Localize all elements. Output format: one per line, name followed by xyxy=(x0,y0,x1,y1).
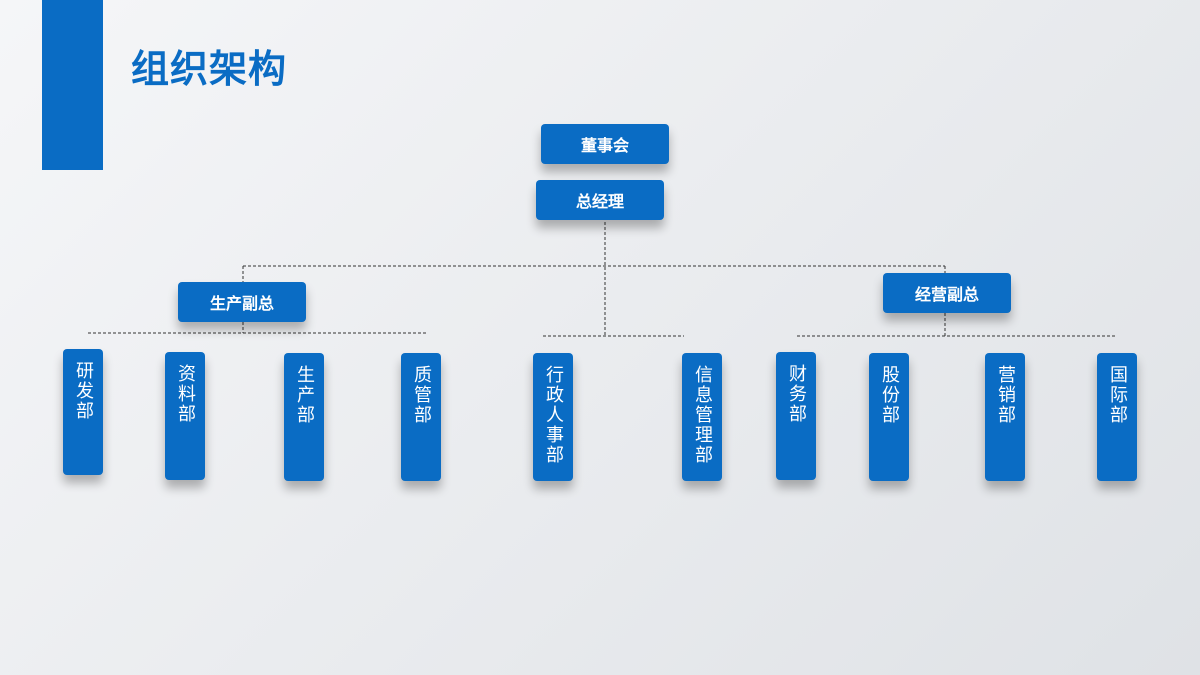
vp-production-node: 生产副总 xyxy=(178,282,306,322)
dept-rnd: 研发部 xyxy=(63,349,103,475)
dept-it-label: 信息管理部 xyxy=(692,365,713,465)
slide-title: 组织架构 xyxy=(131,47,288,91)
dept-production: 生产部 xyxy=(284,353,324,481)
board-node: 董事会 xyxy=(541,124,669,164)
dept-quality: 质管部 xyxy=(401,353,441,481)
vp-operations-node: 经营副总 xyxy=(883,273,1011,313)
dept-international: 国际部 xyxy=(1097,353,1137,481)
dept-admin-hr: 行政人事部 xyxy=(533,353,573,481)
dept-marketing: 营销部 xyxy=(985,353,1025,481)
dept-shares: 股份部 xyxy=(869,353,909,481)
dept-finance: 财务部 xyxy=(776,352,816,480)
accent-bar xyxy=(42,0,103,170)
dept-marketing-label: 营销部 xyxy=(995,365,1016,425)
dept-materials: 资料部 xyxy=(165,352,205,480)
dept-finance-label: 财务部 xyxy=(786,364,807,424)
dept-international-label: 国际部 xyxy=(1107,365,1128,425)
dept-production-label: 生产部 xyxy=(294,365,315,425)
dept-shares-label: 股份部 xyxy=(879,365,900,425)
dept-rnd-label: 研发部 xyxy=(73,361,94,421)
dept-it: 信息管理部 xyxy=(682,353,722,481)
general-manager-node: 总经理 xyxy=(536,180,664,220)
dept-quality-label: 质管部 xyxy=(411,365,432,425)
dept-admin-hr-label: 行政人事部 xyxy=(543,365,564,465)
dept-materials-label: 资料部 xyxy=(175,364,196,424)
